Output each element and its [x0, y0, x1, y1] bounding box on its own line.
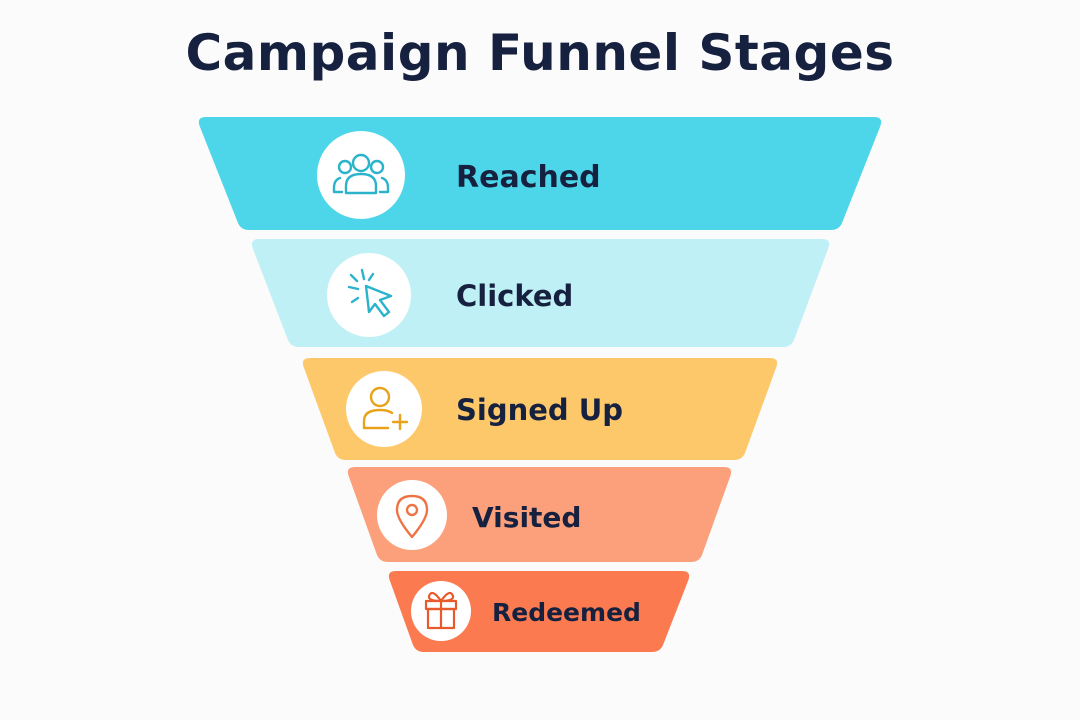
- funnel-stage-signed-up: Signed Up: [302, 358, 778, 460]
- stage-label: Signed Up: [456, 393, 623, 427]
- stage-label: Reached: [456, 160, 601, 195]
- map-pin-icon: [395, 494, 429, 539]
- users-icon: [332, 153, 390, 195]
- stage-label: Clicked: [456, 279, 573, 313]
- stage-label: Visited: [472, 501, 581, 534]
- funnel-stage-redeemed: Redeemed: [388, 571, 690, 652]
- funnel-stage-visited: Visited: [347, 467, 732, 562]
- user-add-icon: [362, 386, 409, 431]
- stage-icon-badge: [346, 371, 422, 447]
- cursor-click-icon: [347, 268, 393, 318]
- funnel-stage-clicked: Clicked: [251, 239, 830, 347]
- stage-band: [347, 467, 732, 562]
- stage-icon-badge: [327, 253, 411, 337]
- stage-label: Redeemed: [492, 598, 641, 627]
- gift-icon: [424, 591, 458, 630]
- stage-band: [388, 571, 690, 652]
- page-title: Campaign Funnel Stages: [185, 24, 895, 82]
- funnel-stage-reached: Reached: [198, 117, 882, 230]
- stage-band: [302, 358, 778, 460]
